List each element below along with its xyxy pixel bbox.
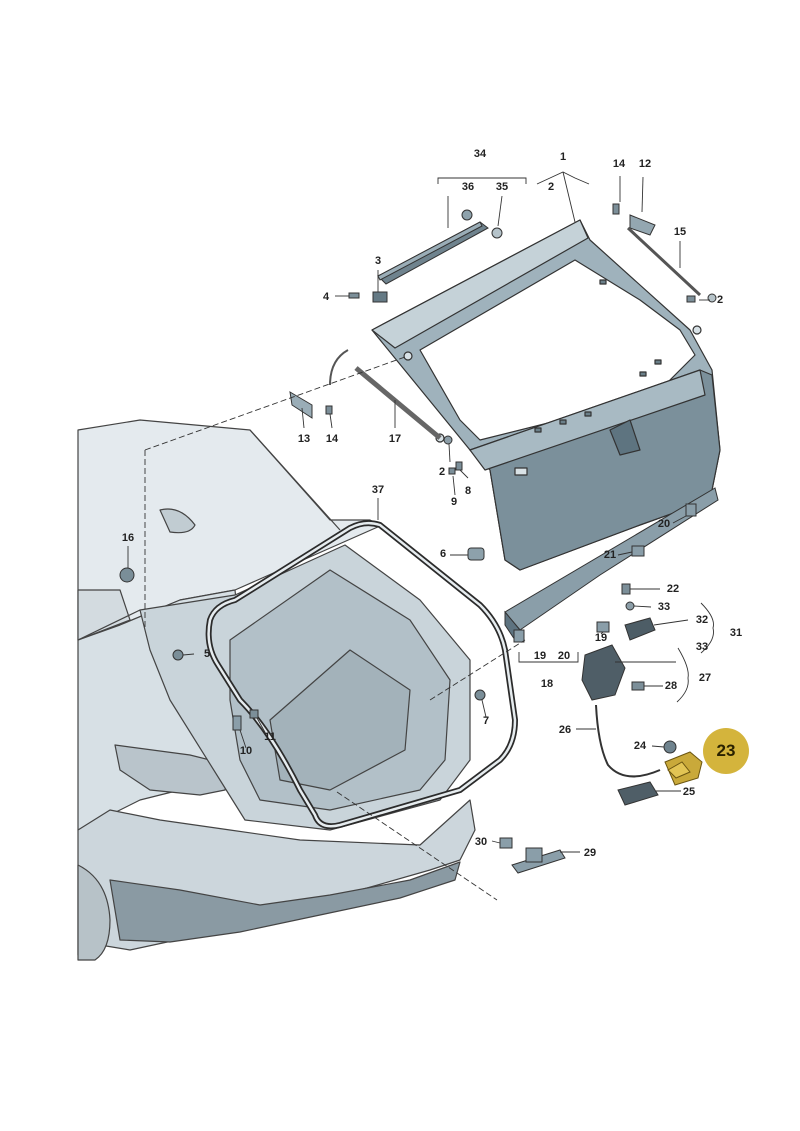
part-label: 14 [612,158,626,170]
part-label: 24 [633,740,647,752]
part-label: 26 [558,724,572,736]
small-parts [119,203,717,874]
part-label: 11 [264,731,276,743]
part-label: 21 [603,549,617,561]
tailgate-panel [371,219,721,571]
part-label: 19 [594,632,608,644]
part-label: 17 [388,433,402,445]
part-label: 12 [638,158,652,170]
car-body [77,419,476,961]
part-label: 10 [239,745,253,757]
part-label: 16 [121,532,135,544]
part-label: 20 [557,650,571,662]
part-label: 27 [698,672,712,684]
highlight-badge-label: 23 [716,741,736,760]
part-label: 22 [666,583,680,595]
part-label: 33 [695,641,709,653]
part-label: 31 [729,627,743,639]
part-label: 36 [461,181,475,193]
part-label: 32 [695,614,709,626]
part-label: 1 [559,151,567,163]
part-label: 7 [482,715,490,727]
part-label: 25 [682,786,696,798]
part-label: 6 [439,548,447,560]
part-label: 9 [450,496,458,508]
part-label: 3 [374,255,382,267]
part-label: 19 [533,650,547,662]
part-label: 2 [547,181,555,193]
tailgate-seal [205,520,519,830]
part-label: 20 [657,518,671,530]
leader-lines [127,171,714,901]
highlight-badge-circle [703,728,749,774]
part-label: 13 [297,433,311,445]
part-label: 30 [474,836,488,848]
part-label: 2 [438,466,446,478]
part-label: 4 [322,291,330,303]
spoiler-strip [377,209,503,285]
part-label: 2 [716,294,724,306]
part-label: 15 [673,226,687,238]
part-label: 33 [657,601,671,613]
highlighted-part-23 [664,751,703,786]
part-label: 29 [583,847,597,859]
part-label: 14 [325,433,339,445]
part-label: 8 [464,485,472,497]
part-label: 18 [540,678,554,690]
part-label: 5 [203,648,211,660]
part-label: 35 [495,181,509,193]
part-label: 34 [473,148,487,160]
part-label: 37 [371,484,385,496]
part-label: 28 [664,680,678,692]
